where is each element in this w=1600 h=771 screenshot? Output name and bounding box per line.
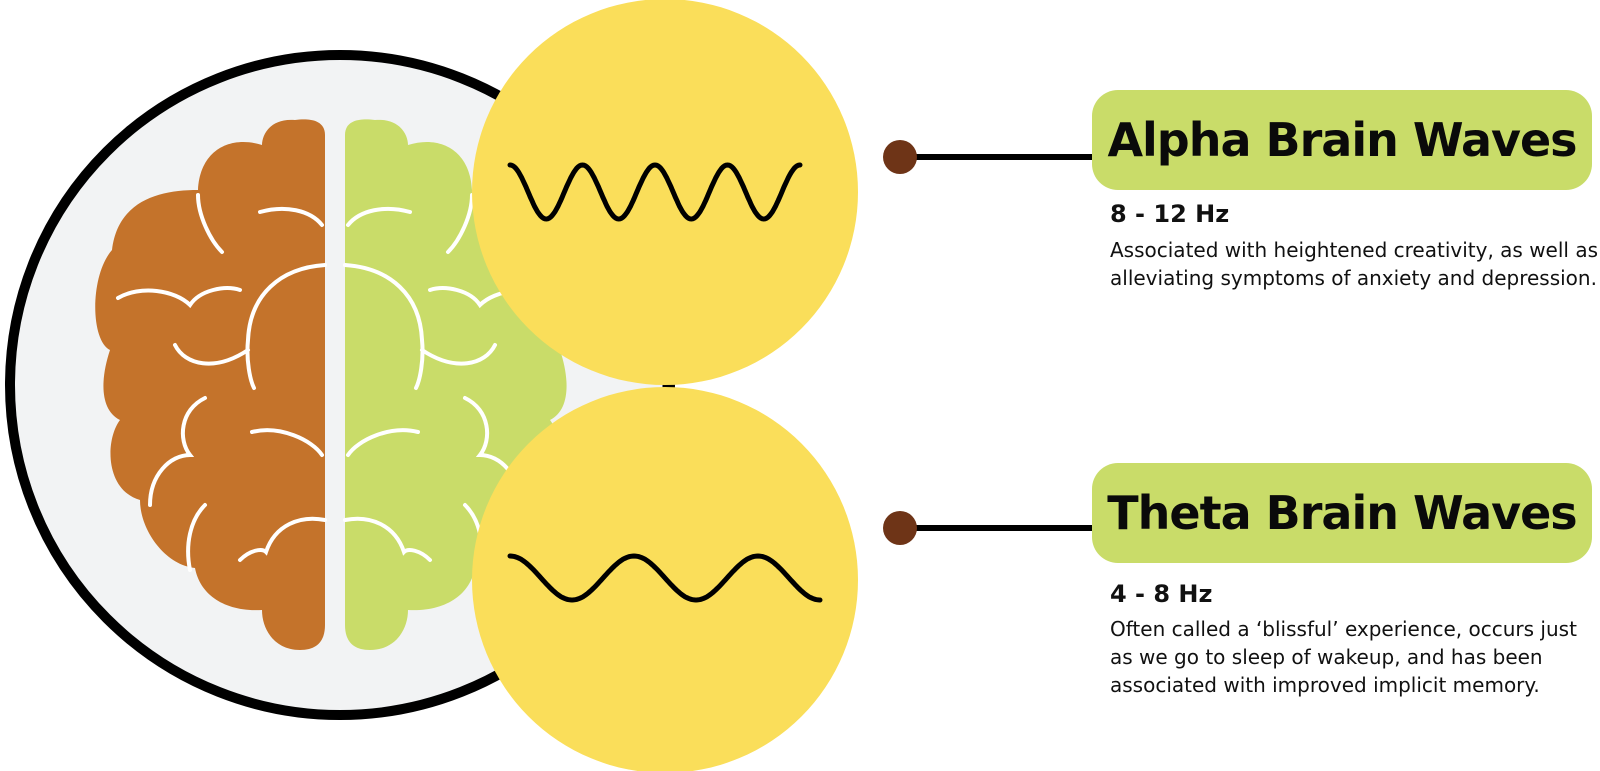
alpha-frequency: 8 - 12 Hz (1110, 200, 1230, 228)
theta-connector (883, 511, 1095, 545)
alpha-wave-circle (472, 0, 858, 385)
theta-frequency: 4 - 8 Hz (1110, 580, 1213, 608)
alpha-sine-wave-icon (507, 162, 803, 222)
theta-sine-wave-icon (507, 553, 823, 603)
brain-left-hemisphere (95, 119, 326, 650)
theta-description: Often called a ‘blissful’ experience, oc… (1110, 617, 1577, 697)
alpha-title: Alpha Brain Waves (1107, 113, 1577, 167)
theta-title: Theta Brain Waves (1107, 486, 1577, 540)
alpha-description: Associated with heightened creativity, a… (1110, 238, 1599, 290)
theta-connector-dot (883, 511, 917, 545)
alpha-connector-dot (883, 140, 917, 174)
alpha-title-pill: Alpha Brain Waves (1092, 90, 1592, 190)
theta-title-pill: Theta Brain Waves (1092, 463, 1592, 563)
alpha-connector (883, 140, 1095, 174)
